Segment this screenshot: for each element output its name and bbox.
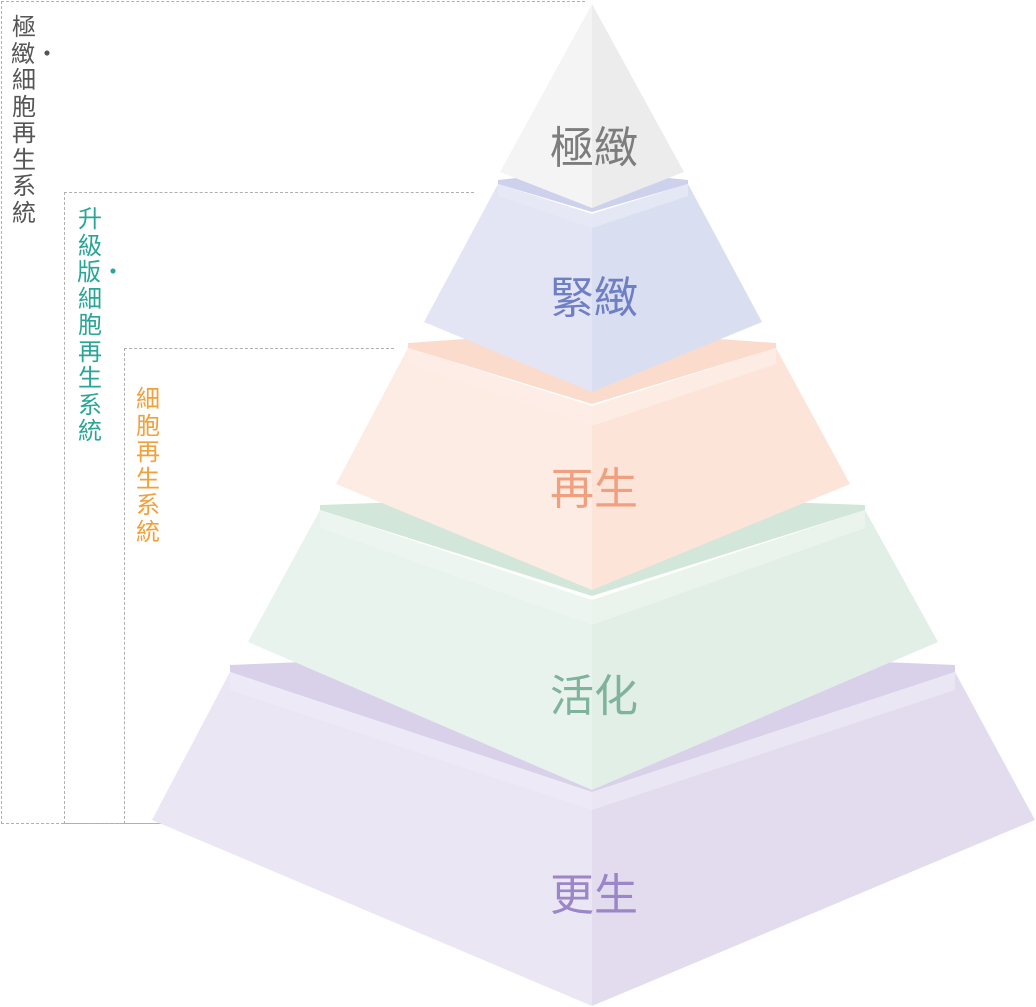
pyramid-tier-top (500, 4, 684, 208)
tier-label-second: 緊緻 (550, 273, 638, 324)
tier-label-third: 再生 (550, 464, 638, 515)
tier-label-base: 更生 (550, 870, 638, 921)
tier-second-left-face (424, 184, 592, 392)
tier-fourth-top-band (320, 510, 865, 625)
tier-third-right-face (592, 348, 850, 590)
tier-third-top-band (408, 348, 776, 426)
tier-third-left-face (336, 348, 592, 590)
tier-base-left-face (152, 672, 592, 1006)
tier-label-top: 極緻 (550, 123, 638, 174)
system-label-upgraded: 升級版・細胞再生系統 (77, 205, 125, 445)
tier-label-fourth: 活化 (550, 671, 638, 722)
tier-top-left-face (500, 4, 592, 208)
tier-top-right-face (592, 4, 684, 208)
system-label-ultimate: 極緻・細胞再生系統 (11, 13, 59, 227)
tier-second-right-face (592, 184, 762, 392)
system-label-basic: 細胞再生系統 (136, 385, 160, 546)
tier-second-top-band (498, 184, 688, 228)
pyramid-tier-fourth (248, 495, 938, 790)
pyramid-tier-third (336, 330, 850, 590)
